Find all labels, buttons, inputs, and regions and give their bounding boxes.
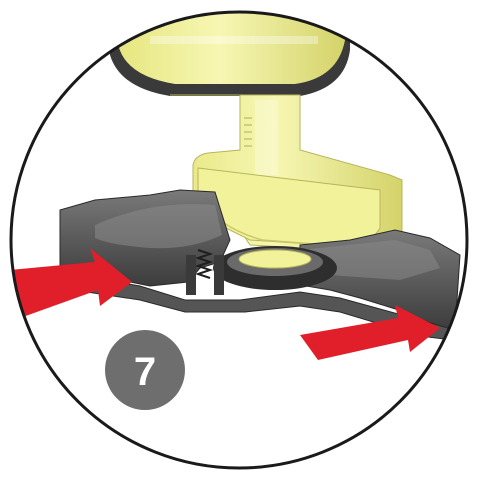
step-number: 7	[134, 350, 156, 394]
